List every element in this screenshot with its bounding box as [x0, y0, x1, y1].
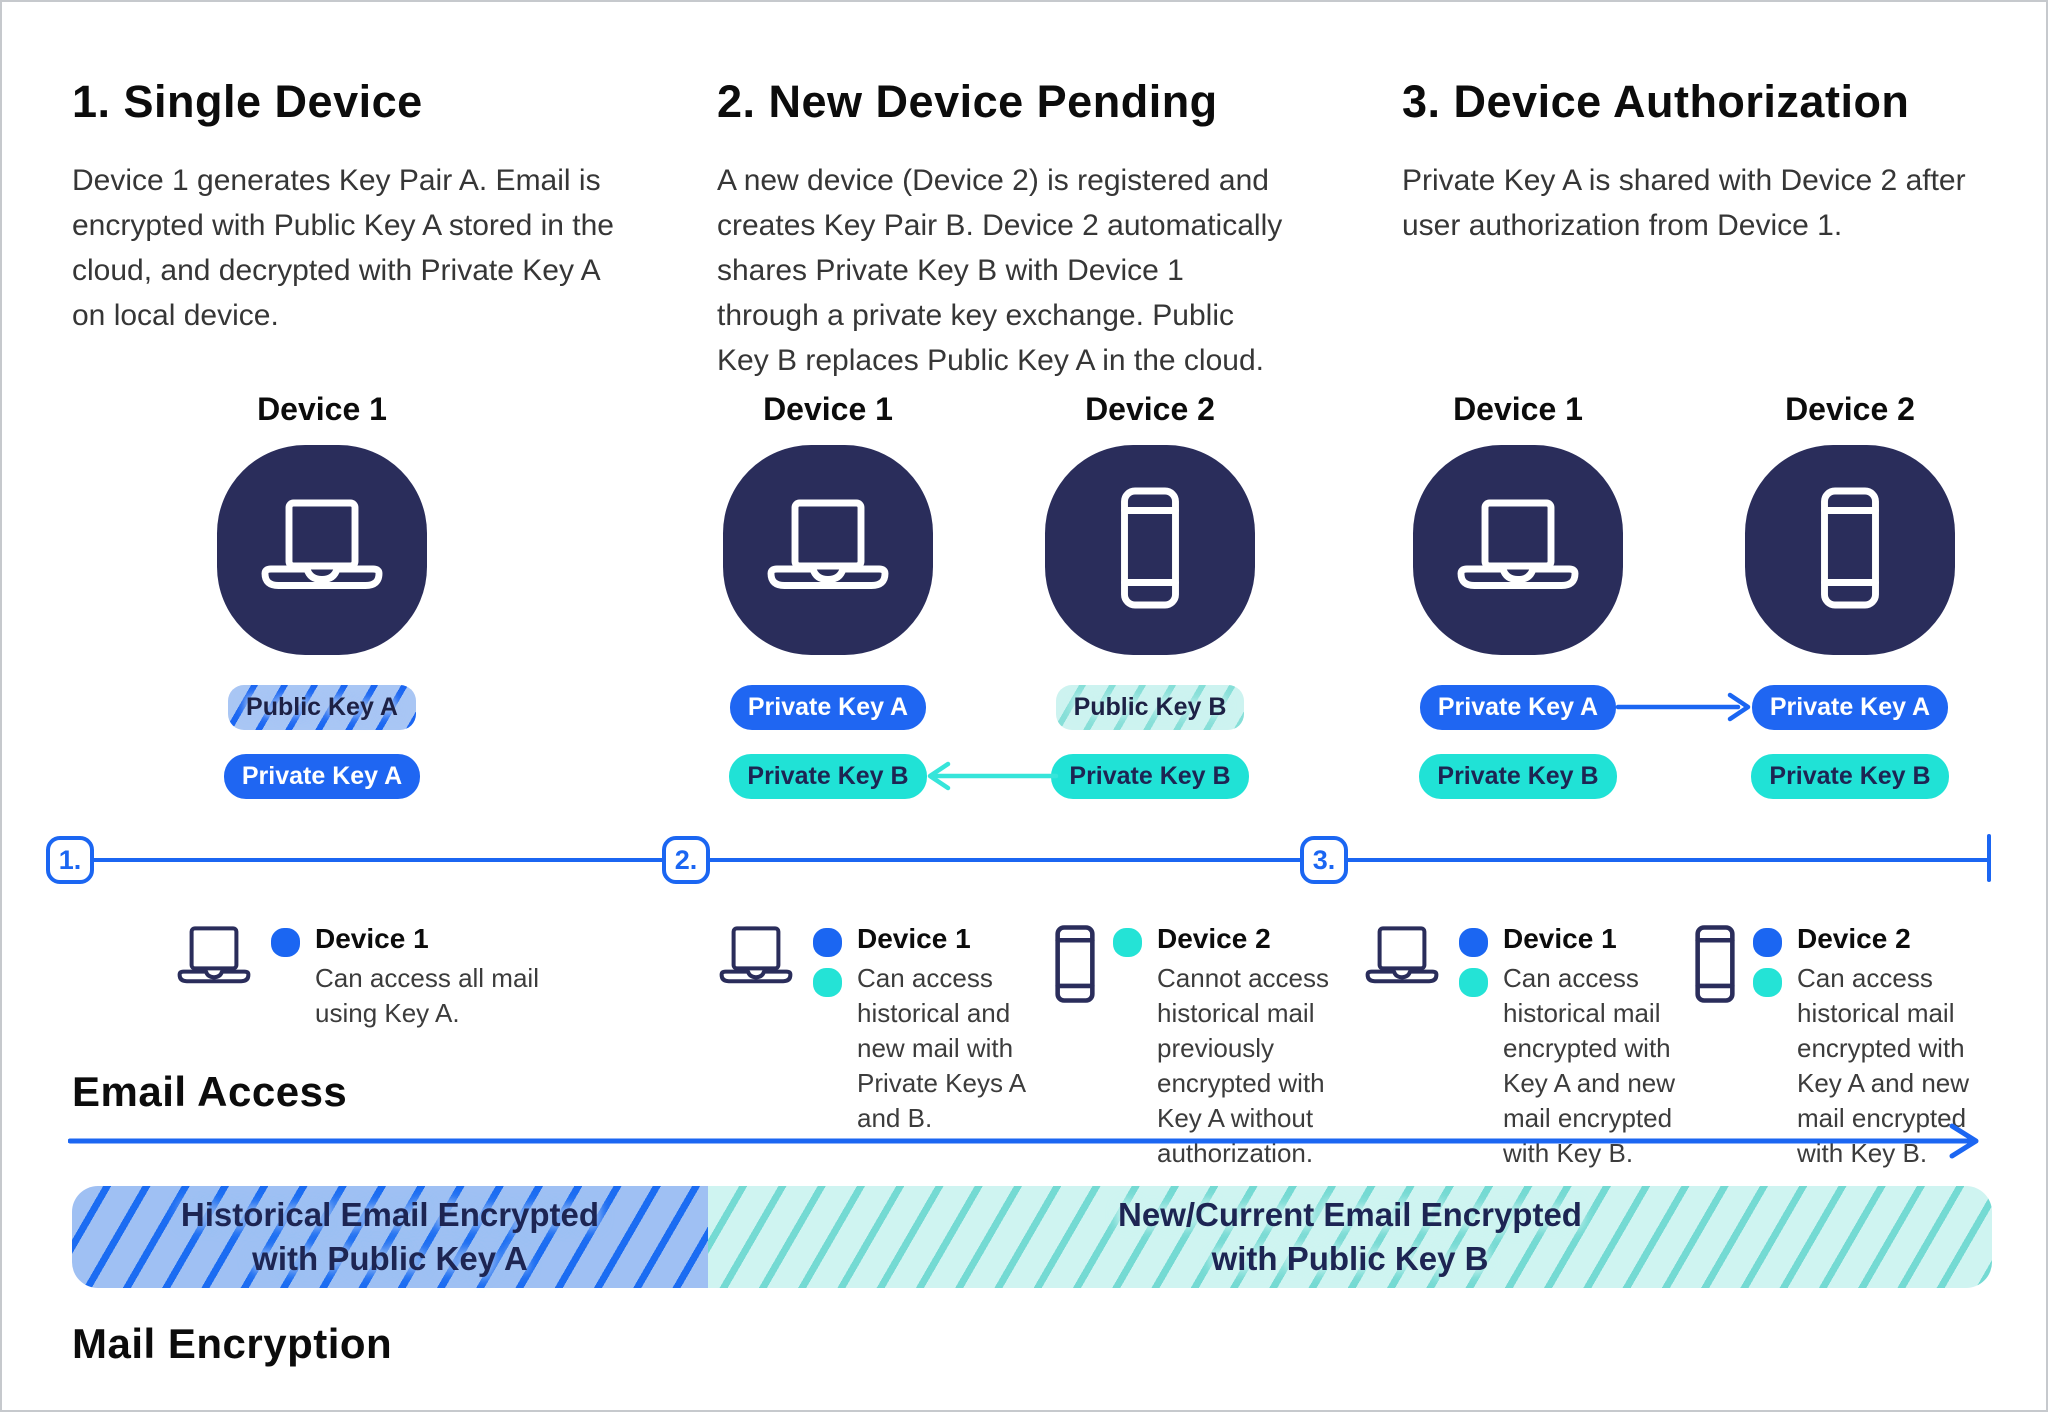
key-b-dot: [1459, 968, 1488, 997]
email-access-arrow: [68, 1123, 1979, 1159]
section-3-description: Private Key A is shared with Device 2 af…: [1402, 164, 1966, 242]
laptop-icon: [714, 922, 798, 999]
access-description: Can access historical and new mail with …: [857, 963, 1025, 1133]
figure-section1-device1: Device 1 Public Key A Private Key A: [212, 387, 432, 799]
key-badge-public-b: Public Key B: [1055, 685, 1245, 730]
phone-icon: [1775, 473, 1925, 628]
access-device-name: Device 2: [1797, 923, 1911, 954]
figure-section3-device1: Device 1 Private Key A Private Key B: [1408, 387, 1628, 799]
timeline-line: [70, 858, 1989, 862]
timeline-marker-3: 3.: [1300, 836, 1348, 884]
key-b-dot: [813, 968, 842, 997]
key-dots: [813, 928, 842, 997]
new-email-bar-line2: with Public Key B: [1211, 1240, 1489, 1277]
key-badge-private-b: Private Key B: [729, 754, 927, 799]
laptop-icon: [1360, 922, 1444, 999]
figure-section2-device2: Device 2 Public Key B Private Key B: [1040, 387, 1260, 799]
figure-section2-device1: Device 1 Private Key A Private Key B: [718, 387, 938, 799]
phone-icon: [1075, 473, 1225, 628]
section-2-title: 2. New Device Pending: [717, 76, 1218, 127]
timeline-marker-1: 1.: [46, 836, 94, 884]
device-label: Device 2: [1085, 391, 1215, 427]
device-label: Device 1: [257, 391, 387, 427]
historical-email-bar-line1: Historical Email Encrypted: [180, 1196, 600, 1233]
access-item-3: Device 2 Cannot access historical mail p…: [1052, 922, 1357, 1171]
laptop-icon: [1443, 473, 1593, 628]
key-badge-private-a: Private Key A: [1751, 685, 1949, 730]
key-badge-private-b: Private Key B: [1419, 754, 1617, 799]
access-description: Can access all mail using Key A.: [315, 963, 539, 1028]
section-1-header: 1. Single Device Device 1 generates Key …: [72, 76, 632, 338]
key-a-dot: [271, 928, 300, 957]
phone-icon: [1052, 922, 1098, 1011]
mail-encryption-heading: Mail Encryption: [72, 1320, 393, 1367]
key-badge-private-a: Private Key A: [223, 754, 421, 799]
key-b-dot: [1753, 968, 1782, 997]
key-dots: [271, 928, 300, 957]
device-circle: [217, 445, 427, 655]
key-badge-private-b: Private Key B: [1751, 754, 1949, 799]
device-circle: [1045, 445, 1255, 655]
access-item-2: Device 1 Can access historical and new m…: [714, 922, 1057, 1136]
key-a-dot: [813, 928, 842, 957]
key-badge-private-b: Private Key B: [1051, 754, 1249, 799]
key-dots: [1113, 928, 1142, 957]
laptop-icon: [753, 473, 903, 628]
access-device-name: Device 1: [1503, 923, 1617, 954]
key-dots: [1753, 928, 1782, 997]
device-label: Device 2: [1785, 391, 1915, 427]
private-key-a-transfer-arrow: [1615, 692, 1751, 722]
access-description: Can access historical mail encrypted wit…: [1503, 963, 1676, 1168]
key-badge-private-a: Private Key A: [1419, 685, 1617, 730]
phone-icon: [1692, 922, 1738, 1011]
new-email-bar-line1: New/Current Email Encrypted: [1118, 1196, 1582, 1233]
access-device-name: Device 1: [857, 923, 971, 954]
key-badge-public-a: Public Key A: [228, 685, 416, 730]
laptop-icon: [172, 922, 256, 999]
new-email-bar: New/Current Email Encrypted with Public …: [708, 1186, 1992, 1288]
figure-section3-device2: Device 2 Private Key A Private Key B: [1740, 387, 1960, 799]
timeline-end-tick: [1987, 834, 1991, 882]
section-1-title: 1. Single Device: [72, 76, 423, 127]
historical-email-bar-line2: with Public Key A: [252, 1240, 528, 1277]
key-badge-private-a: Private Key A: [729, 685, 927, 730]
section-2-header: 2. New Device Pending A new device (Devi…: [717, 76, 1292, 383]
device-label: Device 1: [1453, 391, 1583, 427]
device-label: Device 1: [763, 391, 893, 427]
key-b-dot: [1113, 928, 1142, 957]
access-device-name: Device 2: [1157, 923, 1271, 954]
device-circle: [723, 445, 933, 655]
device-circle: [1745, 445, 1955, 655]
historical-email-bar: Historical Email Encrypted with Public K…: [72, 1186, 708, 1288]
laptop-icon: [247, 473, 397, 628]
key-a-dot: [1753, 928, 1782, 957]
access-description: Cannot access historical mail previously…: [1157, 963, 1329, 1168]
section-1-description: Device 1 generates Key Pair A. Email is …: [72, 164, 614, 332]
access-item-4: Device 1 Can access historical mail encr…: [1360, 922, 1708, 1171]
key-a-dot: [1459, 928, 1488, 957]
device-circle: [1413, 445, 1623, 655]
section-3-title: 3. Device Authorization: [1402, 76, 1910, 127]
private-key-b-transfer-arrow: [927, 761, 1059, 791]
section-2-description: A new device (Device 2) is registered an…: [717, 164, 1283, 377]
section-3-header: 3. Device Authorization Private Key A is…: [1402, 76, 2002, 248]
timeline-marker-2: 2.: [662, 836, 710, 884]
email-access-heading: Email Access: [72, 1068, 348, 1115]
access-item-1: Device 1 Can access all mail using Key A…: [172, 922, 550, 1031]
access-device-name: Device 1: [315, 923, 429, 954]
key-dots: [1459, 928, 1488, 997]
